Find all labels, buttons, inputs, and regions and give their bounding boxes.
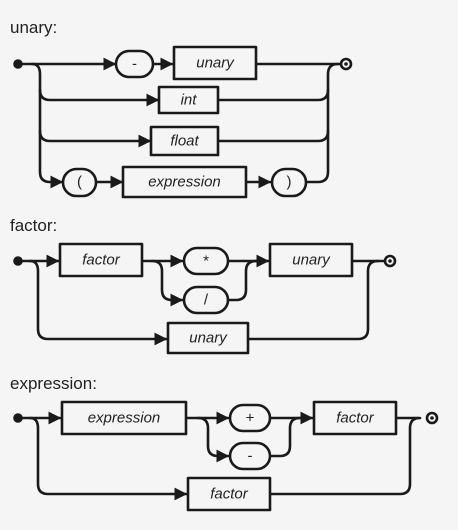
expression-end-dot (430, 416, 434, 420)
label-nonterminal-unary-alt: unary (189, 330, 228, 347)
rule-title-factor: factor: (10, 216, 58, 235)
label-terminal-minus-expression: - (248, 448, 253, 465)
expression-track-alt-out (268, 416, 422, 496)
expression-track-minus-out (268, 416, 302, 458)
terminal-minus-unary (114, 49, 155, 79)
nonterminal-unary-alt (166, 321, 250, 355)
factor-track-slash-out (226, 259, 258, 302)
nonterminal-factor-alt (186, 476, 272, 512)
terminal-rparen (270, 167, 308, 198)
label-nonterminal-factor-alt: factor (210, 486, 249, 503)
label-terminal-star: * (203, 253, 209, 270)
expression-track-minus-in (196, 416, 230, 463)
expression-track-alt-in (28, 416, 188, 501)
factor-end-dot (388, 259, 392, 263)
label-terminal-rparen: ) (287, 174, 292, 191)
terminal-plus (228, 403, 272, 433)
label-nonterminal-factor-recursive: factor (82, 252, 121, 269)
nonterminal-unary (172, 45, 258, 81)
label-terminal-minus-unary: - (132, 56, 137, 73)
factor-diagram (13, 242, 397, 355)
label-terminal-lparen: ( (77, 174, 82, 191)
rule-title-unary: unary: (10, 18, 58, 37)
factor-track-alt-out (246, 259, 380, 341)
terminal-star (182, 246, 230, 276)
expression-diagram (13, 400, 439, 512)
factor-track-slash-in (150, 259, 184, 307)
nonterminal-int (157, 85, 220, 115)
label-terminal-slash: / (204, 292, 209, 309)
unary-track-paren-in (38, 129, 64, 189)
nonterminal-factor-recursive (58, 242, 144, 278)
label-nonterminal-unary-factor: unary (292, 252, 331, 269)
label-nonterminal-expression-recursive: expression (88, 410, 161, 427)
label-terminal-plus: + (246, 410, 255, 427)
label-nonterminal-int: int (181, 92, 198, 109)
rule-title-expression: expression: (10, 374, 97, 393)
unary-end-dot (344, 62, 348, 66)
nonterminal-factor-expression (312, 400, 398, 436)
nonterminal-expression-recursive (60, 400, 188, 436)
unary-track-paren-out (304, 129, 330, 184)
unary-track-float-in (38, 88, 152, 148)
label-nonterminal-expression: expression (148, 174, 221, 191)
nonterminal-expression (121, 165, 248, 199)
unary-diagram (13, 45, 353, 199)
terminal-slash (182, 285, 230, 315)
terminal-lparen (61, 167, 98, 198)
terminal-minus-expression (228, 441, 272, 471)
factor-track-alt-in (28, 259, 168, 346)
nonterminal-float (149, 125, 220, 157)
unary-track-float-out (216, 88, 330, 143)
label-nonterminal-factor-expression: factor (336, 410, 375, 427)
label-nonterminal-unary: unary (196, 55, 235, 72)
label-nonterminal-float: float (170, 133, 199, 150)
nonterminal-unary-factor (268, 242, 354, 278)
